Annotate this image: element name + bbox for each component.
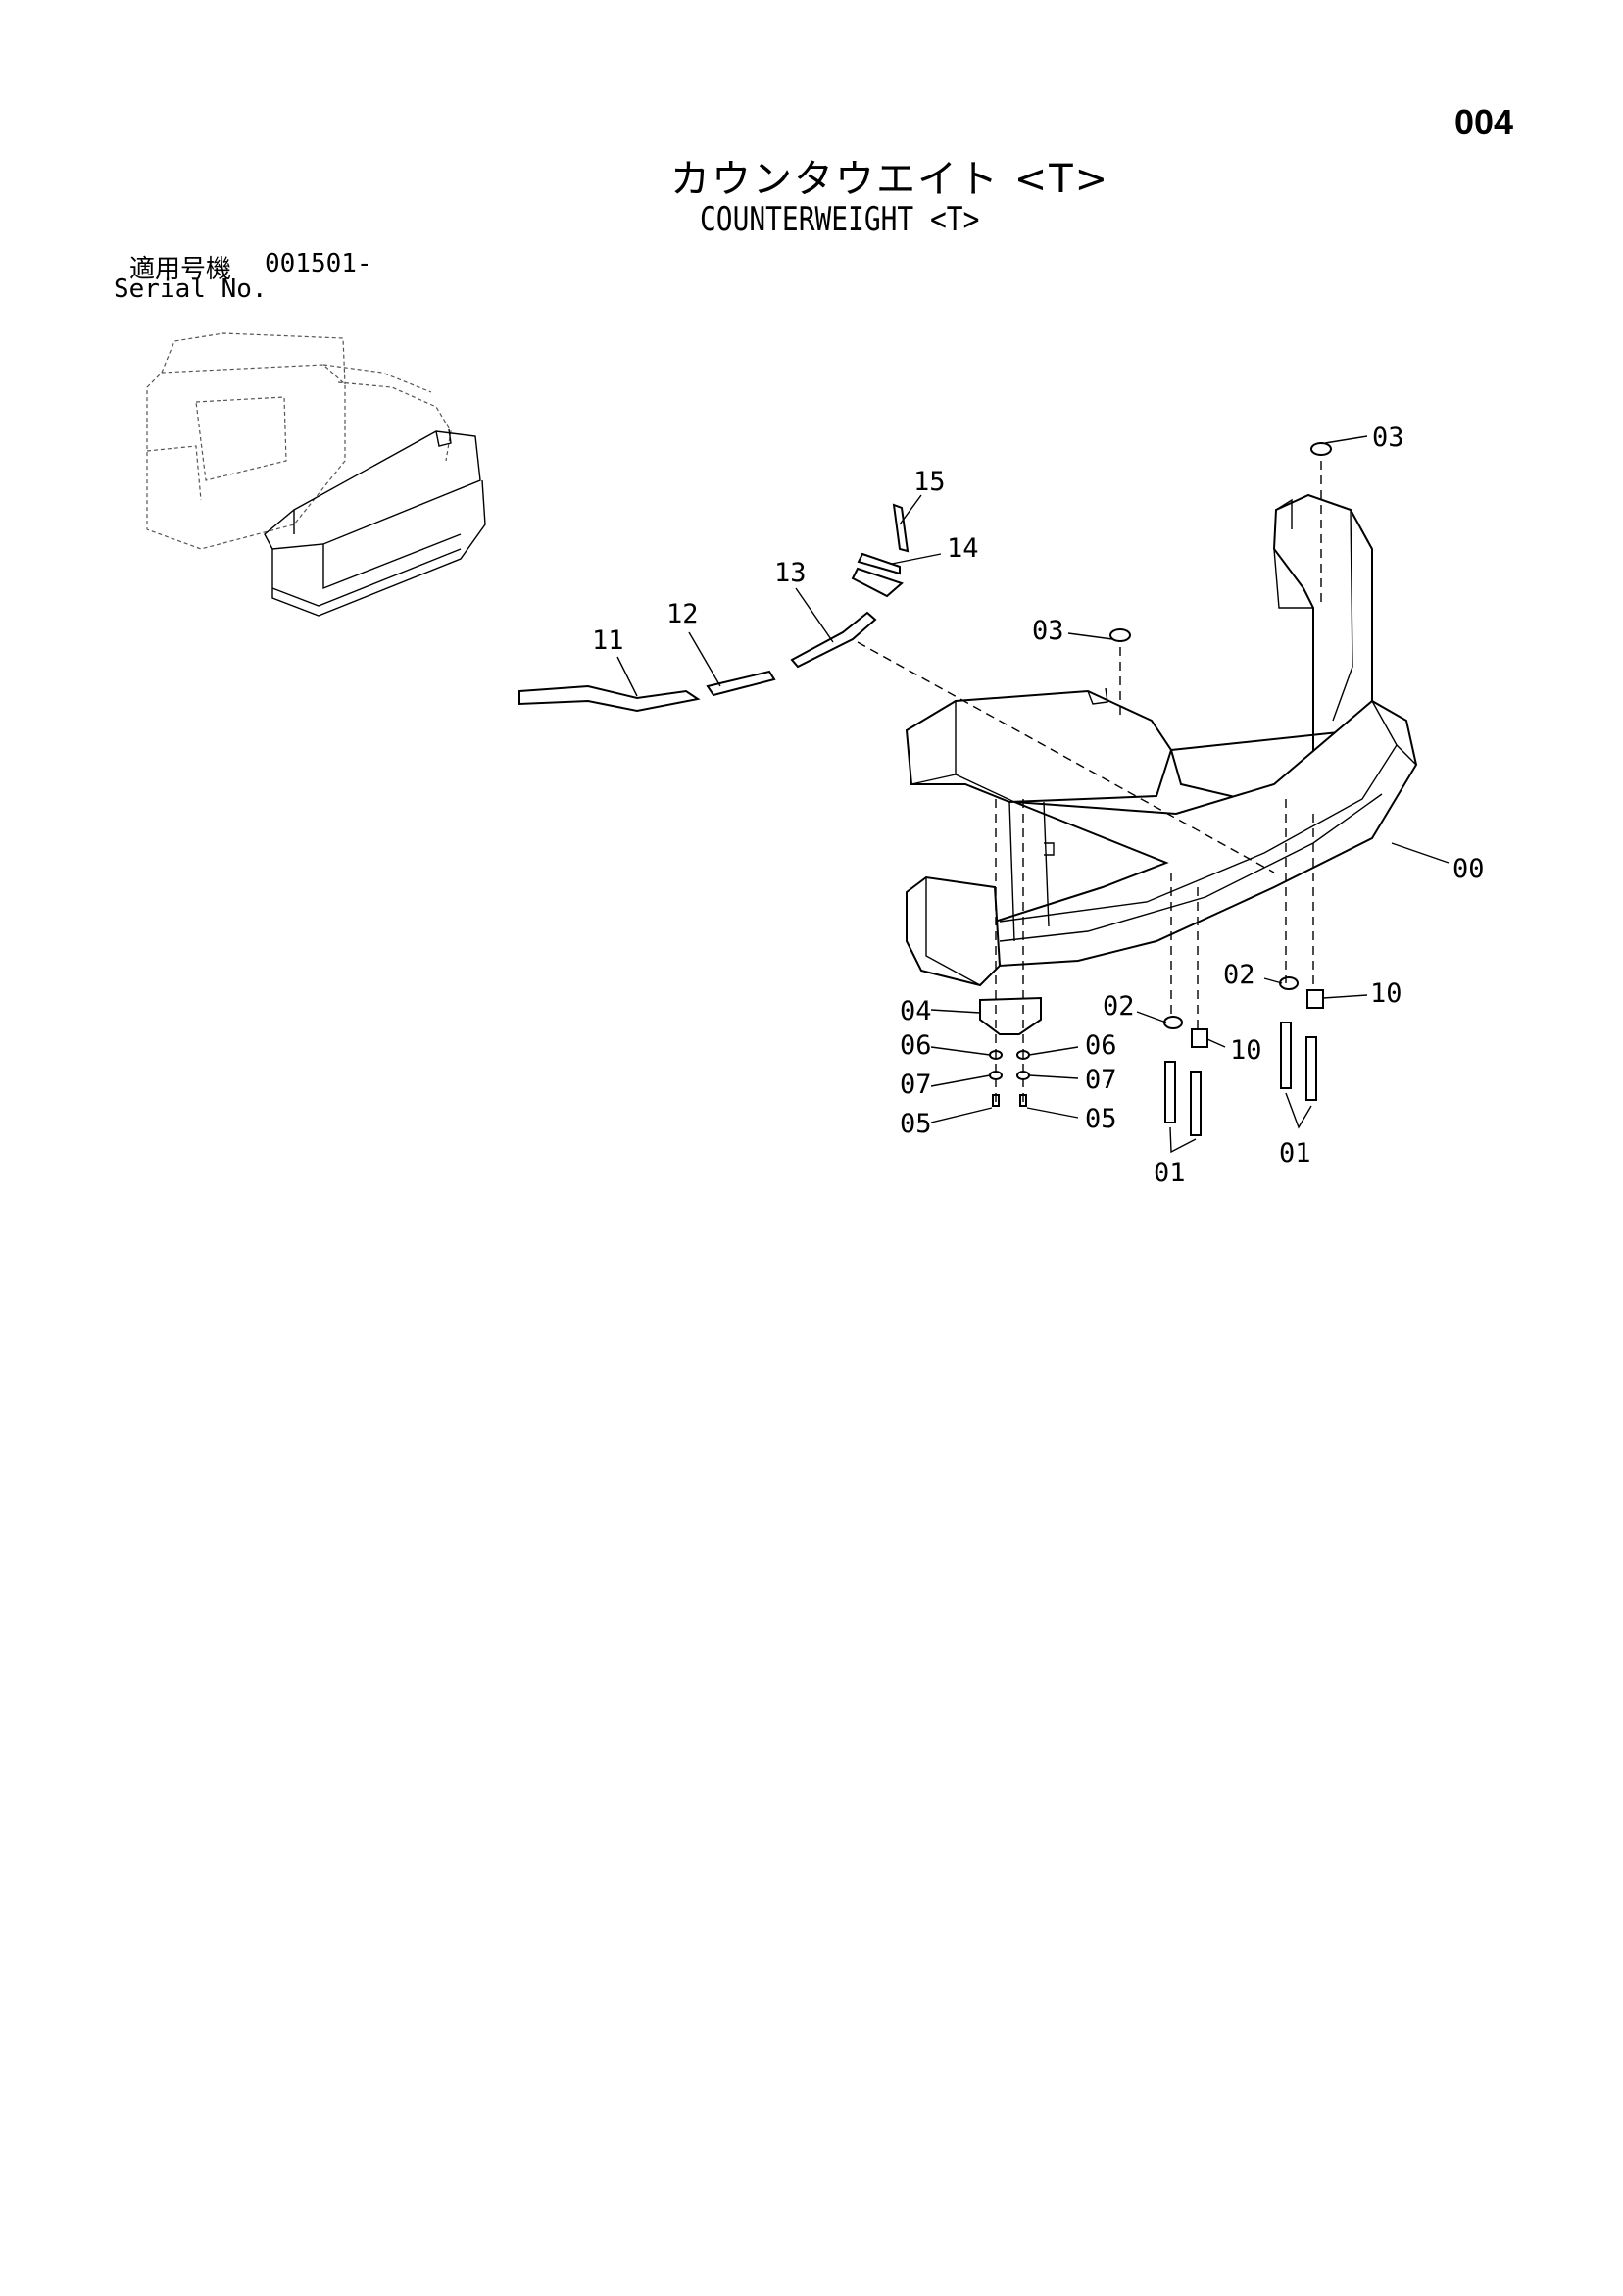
serial-number: 001501- bbox=[265, 249, 372, 278]
machine-location-thumbnail bbox=[146, 332, 486, 617]
callout-05-left: 05 bbox=[900, 1109, 932, 1139]
page-title-japanese: カウンタウエイト <T> bbox=[670, 157, 1110, 202]
callout-labels: 03 03 00 04 06 06 07 07 05 05 02 02 10 1… bbox=[592, 423, 1485, 1188]
strip-12 bbox=[706, 670, 776, 697]
callout-10-right: 10 bbox=[1370, 978, 1402, 1009]
counterweight-body bbox=[905, 493, 1418, 987]
callout-00: 00 bbox=[1452, 854, 1485, 884]
strip-11 bbox=[518, 684, 701, 713]
callout-02-right: 02 bbox=[1223, 960, 1255, 990]
callout-06-right: 06 bbox=[1085, 1030, 1117, 1061]
callout-05-right: 05 bbox=[1085, 1104, 1117, 1134]
callout-04: 04 bbox=[900, 996, 932, 1026]
callout-13: 13 bbox=[774, 558, 807, 588]
leader-lines bbox=[616, 435, 1450, 1154]
callout-01-left: 01 bbox=[1154, 1158, 1186, 1188]
strip-13 bbox=[790, 611, 877, 669]
strip-15 bbox=[892, 503, 910, 553]
callout-07-left: 07 bbox=[900, 1070, 932, 1100]
callout-15: 15 bbox=[913, 467, 946, 497]
callout-02-left: 02 bbox=[1103, 991, 1135, 1022]
page-number: 004 bbox=[1454, 102, 1514, 142]
callout-14: 14 bbox=[947, 533, 979, 564]
serial-label-english: Serial No. bbox=[114, 275, 268, 304]
assembly-lines bbox=[857, 461, 1322, 1108]
callout-11: 11 bbox=[592, 625, 624, 656]
callout-07-right: 07 bbox=[1085, 1065, 1117, 1095]
strip-14 bbox=[851, 567, 904, 598]
serial-label-japanese: 適用号機 bbox=[129, 255, 232, 284]
rubber-strips bbox=[518, 503, 910, 713]
callout-03-right: 03 bbox=[1372, 423, 1404, 453]
callout-12: 12 bbox=[666, 599, 699, 629]
page-title-english: COUNTERWEIGHT <T> bbox=[700, 200, 980, 239]
callout-06-left: 06 bbox=[900, 1030, 932, 1061]
callout-10-left: 10 bbox=[1230, 1035, 1262, 1066]
callout-03-left: 03 bbox=[1032, 616, 1064, 646]
callout-01-right: 01 bbox=[1279, 1138, 1311, 1169]
